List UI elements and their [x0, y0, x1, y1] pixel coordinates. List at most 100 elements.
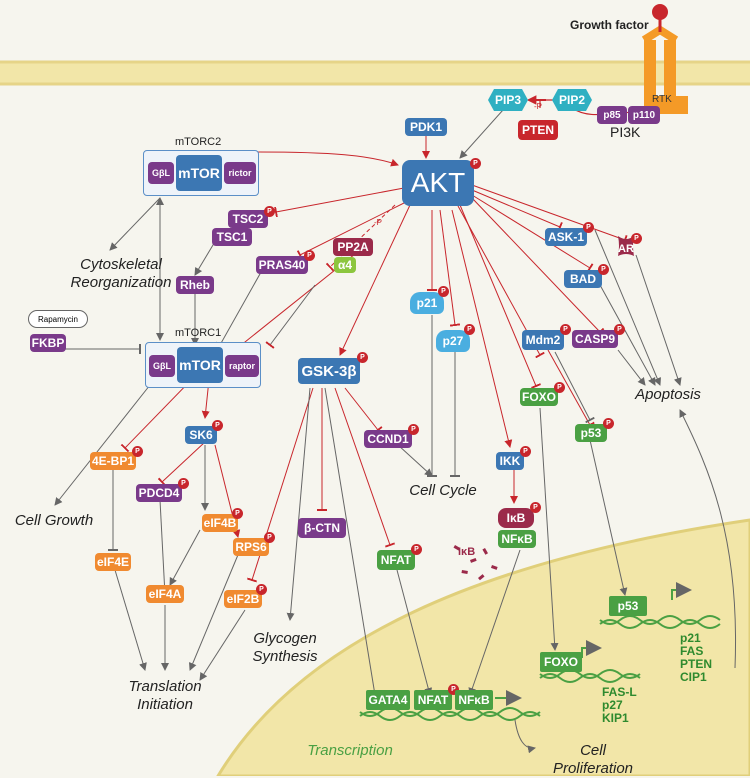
mtorc2-label: mTORC2	[175, 136, 222, 148]
nuclear-nfat-phospho-tag: P	[448, 684, 459, 695]
gsk3b-phospho-tag: P	[357, 352, 368, 363]
p53-target: CIP1	[680, 670, 707, 684]
pdcd4-node: PDCD4	[136, 484, 182, 502]
p53-node: p53	[575, 424, 607, 442]
cytoskeletal-outcome: Cytoskeletal Reorganization	[70, 256, 172, 291]
p53-phospho-tag: P	[603, 418, 614, 429]
translation-outcome: Translation Initiation	[128, 678, 202, 713]
cell-growth-outcome: Cell Growth	[14, 512, 94, 529]
mtor-mtorc1: mTOR	[177, 347, 223, 383]
ask1-node: ASK-1	[545, 228, 587, 246]
dephos-label: -P	[534, 102, 542, 111]
foxo-target: KIP1	[602, 711, 629, 725]
nuclear-nfkb: NFκB	[455, 690, 493, 710]
transcription-label: Transcription	[307, 742, 393, 759]
nuclear-gata4: GATA4	[366, 690, 410, 710]
p110-node: p110	[628, 106, 660, 124]
nuclear-foxo: FOXO	[540, 652, 582, 672]
cell-membrane	[0, 62, 750, 84]
ikb-degradation	[453, 545, 498, 581]
pten-node: PTEN	[518, 120, 558, 140]
pip2-node: PIP2	[552, 89, 592, 111]
rtk-receptor	[641, 4, 688, 114]
pdk1-node: PDK1	[405, 118, 447, 136]
foxo-phospho-tag: P	[554, 382, 565, 393]
p53-targets: p21 FAS PTEN CIP1	[680, 632, 712, 684]
raptor-node: raptor	[225, 355, 259, 377]
gsk3b-node: GSK-3β	[298, 358, 360, 384]
eif4e-node: eIF4E	[95, 553, 131, 571]
p53-target: PTEN	[680, 657, 713, 671]
tsc2-node: TSC2	[228, 210, 268, 228]
tsc2-phospho-tag: P	[264, 206, 275, 217]
pip3-node: PIP3	[488, 89, 528, 111]
bad-phospho-tag: P	[598, 264, 609, 275]
rapamycin-node: Rapamycin	[28, 310, 88, 328]
pras40-node: PRAS40	[256, 256, 308, 274]
eif2b-node: eIF2B	[224, 590, 262, 608]
pi3k-label: PI3K	[610, 124, 641, 140]
gbl-mtorc1: GβL	[149, 355, 175, 377]
rtk-label: RTK	[652, 94, 672, 105]
foxo-target: p27	[602, 698, 623, 712]
rps6-phospho-tag: P	[264, 532, 275, 543]
ar-phospho-tag: P	[631, 233, 642, 244]
casp9-phospho-tag: P	[614, 324, 625, 335]
fkbp-node: FKBP	[30, 334, 66, 352]
akt-node: AKT	[402, 160, 474, 206]
p27-phospho-tag: P	[464, 324, 475, 335]
nfkb-node: NFκB	[498, 530, 536, 548]
ikk-node: IKK	[496, 452, 524, 470]
p53-target: FAS	[680, 644, 704, 658]
glycogen-outcome: Glycogen Synthesis	[252, 630, 318, 665]
p21-phospho-tag: P	[438, 286, 449, 297]
nucleus-shape	[216, 518, 750, 776]
sk6-node: SK6	[185, 426, 217, 444]
foxo-target: FAS-L	[602, 685, 637, 699]
rps6-node: RPS6	[233, 538, 269, 556]
sk6-phospho-tag: P	[212, 420, 223, 431]
ikk-phospho-tag: P	[520, 446, 531, 457]
gbl-mtorc2: GβL	[148, 162, 174, 184]
eif4b-node: eIF4B	[202, 514, 238, 532]
ar-shape	[618, 236, 634, 256]
mdm2-phospho-tag: P	[560, 324, 571, 335]
foxo-node: FOXO	[520, 388, 558, 406]
apoptosis-outcome: Apoptosis	[635, 386, 701, 403]
foxo-targets: FAS-L p27 KIP1	[602, 686, 637, 725]
pras40-phospho-tag: P	[304, 250, 315, 261]
ccnd1-node: CCND1	[364, 430, 412, 448]
growth-factor-label: Growth factor	[570, 18, 649, 32]
cell-proliferation-outcome: Cell Proliferation	[552, 742, 634, 777]
eif4a-node: eIF4A	[146, 585, 184, 603]
4ebp1-phospho-tag: P	[132, 446, 143, 457]
p85-node: p85	[597, 106, 627, 124]
p53-target: p21	[680, 631, 701, 645]
mtor-mtorc2: mTOR	[176, 155, 222, 191]
nuclear-nfat: NFAT	[414, 690, 452, 710]
bad-node: BAD	[564, 270, 602, 288]
ikb-phospho-tag: P	[530, 502, 541, 513]
mdm2-node: Mdm2	[522, 330, 564, 350]
rheb-node: Rheb	[176, 276, 214, 294]
alpha4-node: α4	[334, 257, 356, 273]
casp9-node: CASP9	[572, 330, 618, 348]
ikb-node: IκB	[498, 508, 534, 528]
p27-node: p27	[436, 330, 470, 352]
ikb-degraded-label: IκB	[458, 546, 476, 558]
p21-node: p21	[410, 292, 444, 314]
pdcd4-phospho-tag: P	[178, 478, 189, 489]
nfat-node: NFAT	[377, 550, 415, 570]
mtorc1-label: mTORC1	[175, 327, 222, 339]
ask1-phospho-tag: P	[583, 222, 594, 233]
bctn-node: β-CTN	[298, 518, 346, 538]
tsc1-node: TSC1	[212, 228, 252, 246]
cell-cycle-outcome: Cell Cycle	[409, 482, 477, 499]
ar-label: AR	[618, 243, 634, 255]
eif4b-phospho-tag: P	[232, 508, 243, 519]
4ebp1-node: 4E-BP1	[90, 452, 136, 470]
ccnd1-phospho-tag: P	[408, 424, 419, 435]
nfat-phospho-tag: P	[411, 544, 422, 555]
